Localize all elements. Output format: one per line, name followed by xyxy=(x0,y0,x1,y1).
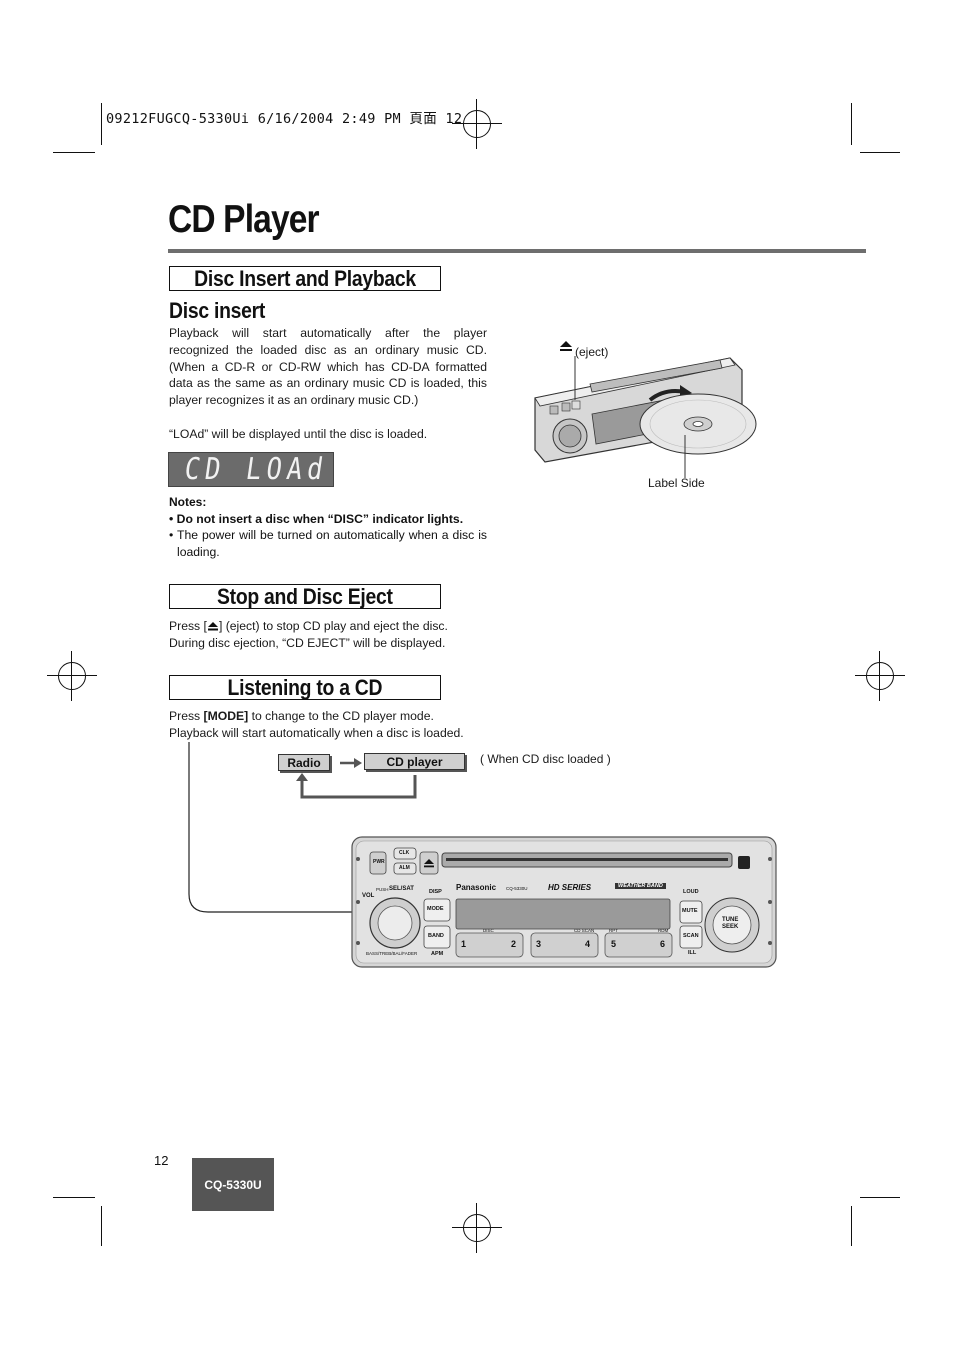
flow-note: ( When CD disc loaded ) xyxy=(480,752,611,766)
page-title: CD Player xyxy=(168,198,320,241)
note-text: Do not insert a disc when “DISC” indicat… xyxy=(176,512,464,526)
preset-button-5[interactable]: 5 xyxy=(611,939,617,949)
text-fragment: to change to the CD player mode. xyxy=(248,709,434,723)
lcd-text: CD LOAd xyxy=(182,452,331,487)
crop-mark xyxy=(851,1206,852,1246)
crop-mark xyxy=(101,1206,102,1246)
stop-eject-line1: Press [ ] (eject) to stop CD play and eje… xyxy=(169,618,509,635)
crop-mark xyxy=(851,103,852,145)
bass-label: BASS/TREB/BAL/FADER xyxy=(366,951,418,956)
mode-button[interactable]: MODE xyxy=(427,906,444,912)
crop-mark xyxy=(53,1197,95,1198)
preset-button-4[interactable]: 4 xyxy=(585,939,591,949)
mute-button[interactable]: MUTE xyxy=(682,908,698,914)
disc-label: DISC xyxy=(483,928,494,933)
eject-label: (eject) xyxy=(575,345,609,359)
crop-mark xyxy=(53,152,95,153)
listening-line1: Press [MODE] to change to the CD player … xyxy=(169,708,509,725)
registration-mark-icon xyxy=(452,99,502,149)
preset-button-1[interactable]: 1 xyxy=(461,939,467,949)
push-label: PUSH xyxy=(376,887,389,892)
note-text: The power will be turned on automaticall… xyxy=(177,528,487,559)
disc-insert-illustration xyxy=(530,340,770,500)
vol-label: VOL xyxy=(362,893,375,899)
subheading-disc-insert: Disc insert xyxy=(169,298,266,323)
mode-leader-line xyxy=(188,742,420,913)
label-side-label: Label Side xyxy=(648,476,705,490)
listening-line2: Playback will start automatically when a… xyxy=(169,726,464,740)
eject-icon xyxy=(560,341,572,351)
text-fragment: ] (eject) to stop CD play and eject the … xyxy=(218,619,448,633)
preset-button-6[interactable]: 6 xyxy=(660,939,666,949)
mode-key: [MODE] xyxy=(203,709,249,723)
section-heading-listening: Listening to a CD xyxy=(169,675,441,700)
ill-label: ILL xyxy=(688,950,697,956)
rdm-label: RDM xyxy=(658,928,669,933)
series-logo: HD SERIES xyxy=(548,883,592,892)
band-button[interactable]: BAND xyxy=(428,933,444,939)
rpt-label: RPT xyxy=(609,928,618,933)
page-number: 12 xyxy=(154,1153,169,1168)
text-fragment: Press xyxy=(169,709,204,723)
cd-scan-label: CD SCAN xyxy=(574,928,595,933)
faceplate-svg xyxy=(351,836,777,968)
print-header-stamp: 09212FUGCQ-5330Ui 6/16/2004 2:49 PM 頁面 1… xyxy=(106,111,463,127)
notes-title: Notes: xyxy=(169,495,207,509)
text-fragment: Press [ xyxy=(169,619,207,633)
registration-mark-icon xyxy=(47,651,97,701)
loud-label: LOUD xyxy=(683,889,699,895)
load-note: “LOAd” will be displayed until the disc … xyxy=(169,427,428,441)
eject-icon xyxy=(207,622,218,631)
crop-mark xyxy=(101,103,102,145)
registration-mark-icon xyxy=(855,651,905,701)
registration-mark-icon xyxy=(452,1203,502,1253)
sel-sat-label: SEL/SAT xyxy=(389,886,414,892)
radio-mode-box: Radio xyxy=(278,754,330,771)
preset-button-3[interactable]: 3 xyxy=(536,939,542,949)
tune-label: TUNE xyxy=(722,917,739,923)
seek-label: SEEK xyxy=(722,924,739,930)
weather-band-badge: WEATHER BAND xyxy=(615,883,666,889)
apm-label: APM xyxy=(431,951,444,957)
cd-player-mode-box: CD player xyxy=(364,753,465,770)
disc-insert-paragraph: Playback will start automatically after … xyxy=(169,326,487,408)
section-heading-stop-eject: Stop and Disc Eject xyxy=(169,584,441,609)
lcd-display: CD LOAd xyxy=(168,452,334,487)
title-rule xyxy=(168,249,866,253)
crop-mark xyxy=(860,152,900,153)
clk-button[interactable]: CLK xyxy=(399,850,410,856)
scan-button[interactable]: SCAN xyxy=(683,933,699,939)
note-item: • The power will be turned on automatica… xyxy=(169,528,487,559)
alm-button[interactable]: ALM xyxy=(399,865,410,871)
cd-player-faceplate: PWR CLK ALM PUSH SEL/SAT VOL DISP MODE B… xyxy=(350,835,778,969)
note-item: • Do not insert a disc when “DISC” indic… xyxy=(169,512,464,526)
model-small: CQ-5330U xyxy=(506,886,528,891)
brand-logo: Panasonic xyxy=(456,883,497,892)
pwr-button[interactable]: PWR xyxy=(373,859,385,865)
model-tab: CQ-5330U xyxy=(192,1158,274,1211)
cd-player-insert-svg xyxy=(534,341,757,478)
eject-icon xyxy=(424,859,434,868)
disp-label: DISP xyxy=(429,889,442,895)
preset-button-2[interactable]: 2 xyxy=(511,939,517,949)
stop-eject-line2: During disc ejection, “CD EJECT” will be… xyxy=(169,636,446,650)
crop-mark xyxy=(860,1197,900,1198)
section-heading-insert-playback: Disc Insert and Playback xyxy=(169,266,441,291)
flow-arrows xyxy=(296,758,417,799)
